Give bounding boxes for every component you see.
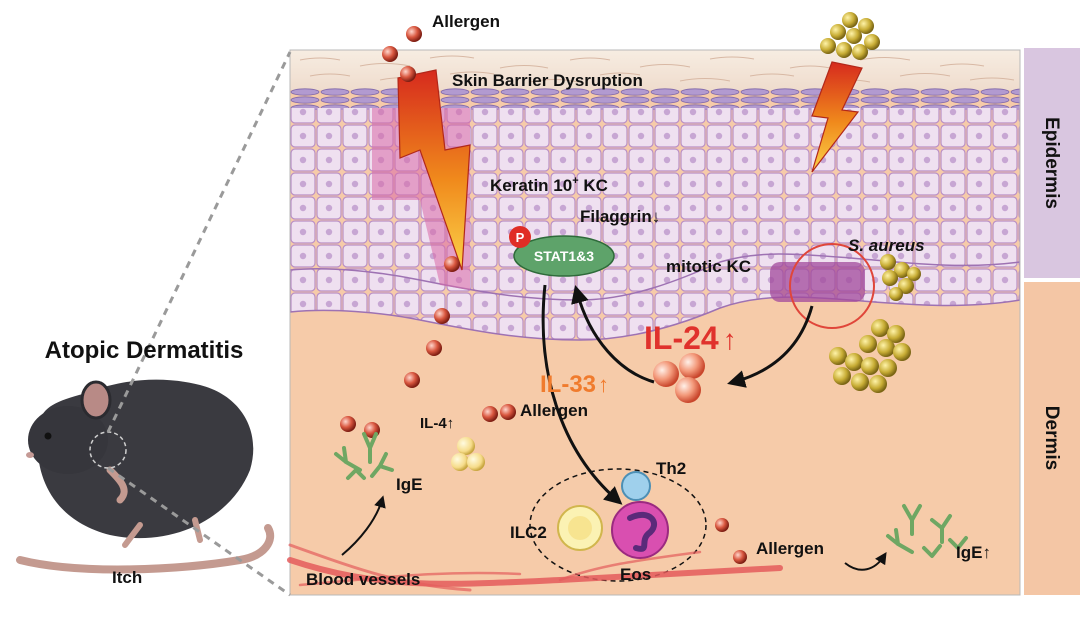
allergen-icon bbox=[426, 340, 442, 356]
saureus-cluster-mid bbox=[880, 254, 921, 301]
allergen-icon bbox=[715, 518, 729, 532]
il24-to-stat-arrow bbox=[571, 285, 655, 384]
mouse-nose bbox=[26, 452, 34, 458]
mitotic-kc-highlight-circle bbox=[789, 243, 875, 329]
stat-protein bbox=[513, 235, 615, 277]
allergen-icon bbox=[382, 46, 398, 62]
filaggrin-text: Filaggrin bbox=[580, 207, 652, 226]
filaggrin-arrow: ↓ bbox=[652, 207, 661, 226]
allergen-top-label: Allergen bbox=[432, 12, 500, 31]
allergen-particles bbox=[340, 26, 747, 564]
saureus-to-il24-arrow bbox=[727, 305, 814, 388]
il33-text: IL-33 bbox=[540, 371, 596, 398]
il4-text: IL-4 bbox=[420, 415, 447, 432]
keratin-main: Keratin 10 bbox=[490, 176, 572, 195]
mouse-tail bbox=[16, 524, 275, 574]
allergen-icon bbox=[444, 256, 460, 272]
allergen-to-ige-arrow bbox=[844, 551, 887, 571]
dermis-label: Dermis bbox=[1041, 406, 1062, 470]
th2-cell bbox=[621, 471, 651, 501]
allergen-icon bbox=[733, 550, 747, 564]
immune-cell-group bbox=[529, 468, 707, 582]
il4-arrow: ↑ bbox=[447, 415, 455, 432]
ige-right-label: IgE↑ bbox=[956, 543, 991, 562]
il4-cluster bbox=[451, 437, 485, 471]
mitotic-cells bbox=[770, 262, 865, 302]
th2-label: Th2 bbox=[656, 459, 686, 478]
epidermis-bar bbox=[1024, 48, 1080, 278]
spinous-layer bbox=[290, 108, 1020, 300]
saureus-label: S. aureus bbox=[848, 236, 925, 255]
saureus-damage-bolt-icon bbox=[811, 61, 863, 173]
saureus-cluster-low bbox=[829, 319, 911, 393]
blood-vessels-label: Blood vessels bbox=[306, 570, 420, 589]
barrier-label: Skin Barrier Dysruption bbox=[452, 71, 643, 90]
epidermis-label: Epidermis bbox=[1041, 117, 1062, 209]
filaggrin-label: Filaggrin↓ bbox=[580, 207, 660, 226]
ilc2-nucleus bbox=[568, 516, 592, 540]
phospho-label: P bbox=[516, 230, 525, 245]
blood-vessels bbox=[287, 543, 783, 592]
eos-label: Eos bbox=[620, 565, 651, 584]
barrier-damage-bolt-icon bbox=[397, 69, 471, 271]
il4-label: IL-4↑ bbox=[420, 415, 454, 432]
keratin-sup: + bbox=[572, 175, 578, 187]
itch-label: Itch bbox=[112, 568, 142, 587]
keratin-label: Keratin 10+ KC bbox=[490, 175, 608, 195]
mouse-eye bbox=[44, 432, 52, 440]
mouse-illustration bbox=[16, 379, 275, 574]
stat-label: STAT1&3 bbox=[534, 248, 594, 264]
stat-to-immune-arrow bbox=[541, 284, 623, 505]
il24-arrow: ↑ bbox=[723, 324, 737, 355]
il33-label: IL-33↑ bbox=[540, 371, 609, 398]
dermis-bar bbox=[1024, 282, 1080, 595]
blood-to-ige-arrow bbox=[341, 495, 386, 556]
eos-cell bbox=[611, 501, 669, 559]
mitotic-label: mitotic KC bbox=[666, 257, 751, 276]
allergen-icon bbox=[406, 26, 422, 42]
ige-antibodies-right bbox=[886, 504, 968, 558]
mouse-ear bbox=[80, 380, 112, 420]
allergen-icon bbox=[434, 308, 450, 324]
phospho-badge bbox=[509, 226, 531, 248]
ige-right-text: IgE bbox=[956, 543, 982, 562]
allergen-icon bbox=[482, 406, 498, 422]
il24-label: IL-24↑ bbox=[644, 320, 737, 356]
figure-title: Atopic Dermatitis bbox=[45, 337, 244, 364]
ige-right-arrow: ↑ bbox=[982, 543, 991, 562]
ige-left-label: IgE bbox=[396, 475, 422, 494]
allergen-icon bbox=[500, 404, 516, 420]
zoom-line-top bbox=[106, 51, 292, 433]
ige-antibodies-left bbox=[334, 432, 394, 480]
allergen-mid-label: Allergen bbox=[520, 401, 588, 420]
il33-arrow: ↑ bbox=[598, 372, 609, 397]
ilc2-label: ILC2 bbox=[510, 523, 547, 542]
keratin-tail: KC bbox=[579, 176, 608, 195]
eos-nucleus bbox=[627, 511, 657, 552]
il24-text: IL-24 bbox=[644, 320, 719, 356]
il24-cluster bbox=[653, 353, 705, 403]
mouse-head bbox=[28, 406, 108, 474]
allergen-bottom-label: Allergen bbox=[756, 539, 824, 558]
saureus-cluster-top bbox=[820, 12, 880, 60]
pathway-arrows bbox=[541, 284, 814, 505]
allergen-icon bbox=[340, 416, 356, 432]
allergen-icon bbox=[400, 66, 416, 82]
allergen-icon bbox=[404, 372, 420, 388]
zoom-line-bottom bbox=[107, 466, 291, 597]
panel-border bbox=[289, 49, 1021, 596]
